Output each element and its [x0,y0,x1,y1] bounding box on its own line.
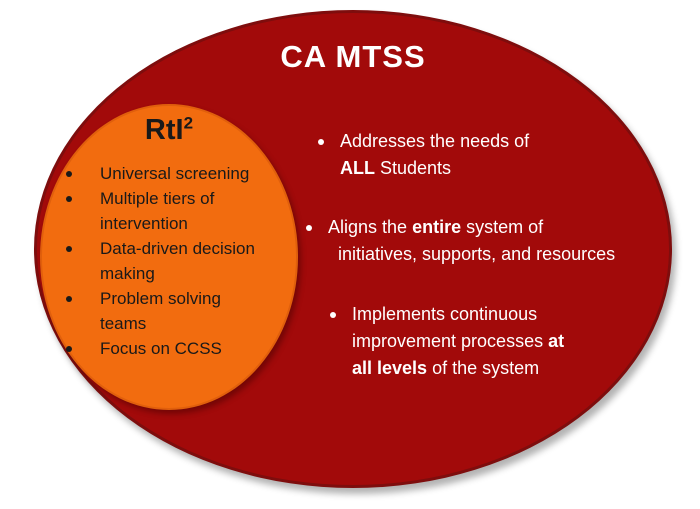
bold-text: ALL [340,158,375,178]
text: intervention [100,214,188,233]
bullet-dot-icon [318,139,324,145]
bullet-text: Addresses the needs of ALL Students [340,128,529,182]
text: improvement processes [352,331,549,351]
bullet-item: Multiple tiers of intervention [66,186,298,236]
bullet-text: Implements continuous improvement process… [352,301,564,382]
bold-text: at [548,331,565,351]
text: making [100,264,155,283]
outer-bullet-1: Addresses the needs of ALL Students [318,128,529,182]
bullet-text: Universal screening [100,161,249,186]
bullet-dot-icon [66,246,72,252]
text: of the system [427,358,540,378]
bullet-text: Problem solving teams [100,286,221,336]
outer-ellipse-title: CA MTSS [280,39,426,74]
bullet-dot-icon [330,312,336,318]
text: system of [461,217,544,237]
text: Data-driven decision [100,239,255,258]
inner-ellipse-rti [40,104,298,410]
bullet-item: Implements continuous improvement process… [330,301,564,382]
text: teams [100,314,147,333]
text: Universal screening [100,164,250,183]
bullet-dot-icon [66,346,72,352]
text: Addresses the needs of [340,131,530,151]
text: Focus on CCSS [100,339,222,358]
outer-bullet-2: Aligns the entire system of initiatives, … [306,214,615,268]
text: Problem solving [100,289,221,308]
bullet-dot-icon [66,171,72,177]
bold-text: entire [412,217,462,237]
bullet-text: Focus on CCSS [100,336,222,361]
bullet-item: Aligns the entire system of initiatives, … [306,214,615,268]
bullet-item: Addresses the needs of ALL Students [318,128,529,182]
bullet-item: Problem solving teams [66,286,298,336]
text: Students [375,158,452,178]
bullet-text: Aligns the entire system of initiatives, … [328,214,615,268]
bullet-item: Universal screening [66,161,298,186]
inner-ellipse-title: RtI2 [40,114,298,147]
bullet-dot-icon [66,296,72,302]
inner-title-exponent: 2 [183,113,194,133]
inner-title-base: RtI [144,114,184,146]
text: Implements continuous [352,304,538,324]
bullet-text: Multiple tiers of intervention [100,186,214,236]
bullet-dot-icon [306,225,312,231]
bold-text: all levels [352,358,428,378]
text: Multiple tiers of [100,189,215,208]
outer-bullet-3: Implements continuous improvement process… [330,301,564,382]
bullet-dot-icon [66,196,72,202]
bullet-text: Data-driven decision making [100,236,255,286]
bullet-item: Data-driven decision making [66,236,298,286]
bullet-item: Focus on CCSS [66,336,298,361]
text: initiatives, supports, and resources [338,244,616,264]
text: Aligns the [328,217,413,237]
